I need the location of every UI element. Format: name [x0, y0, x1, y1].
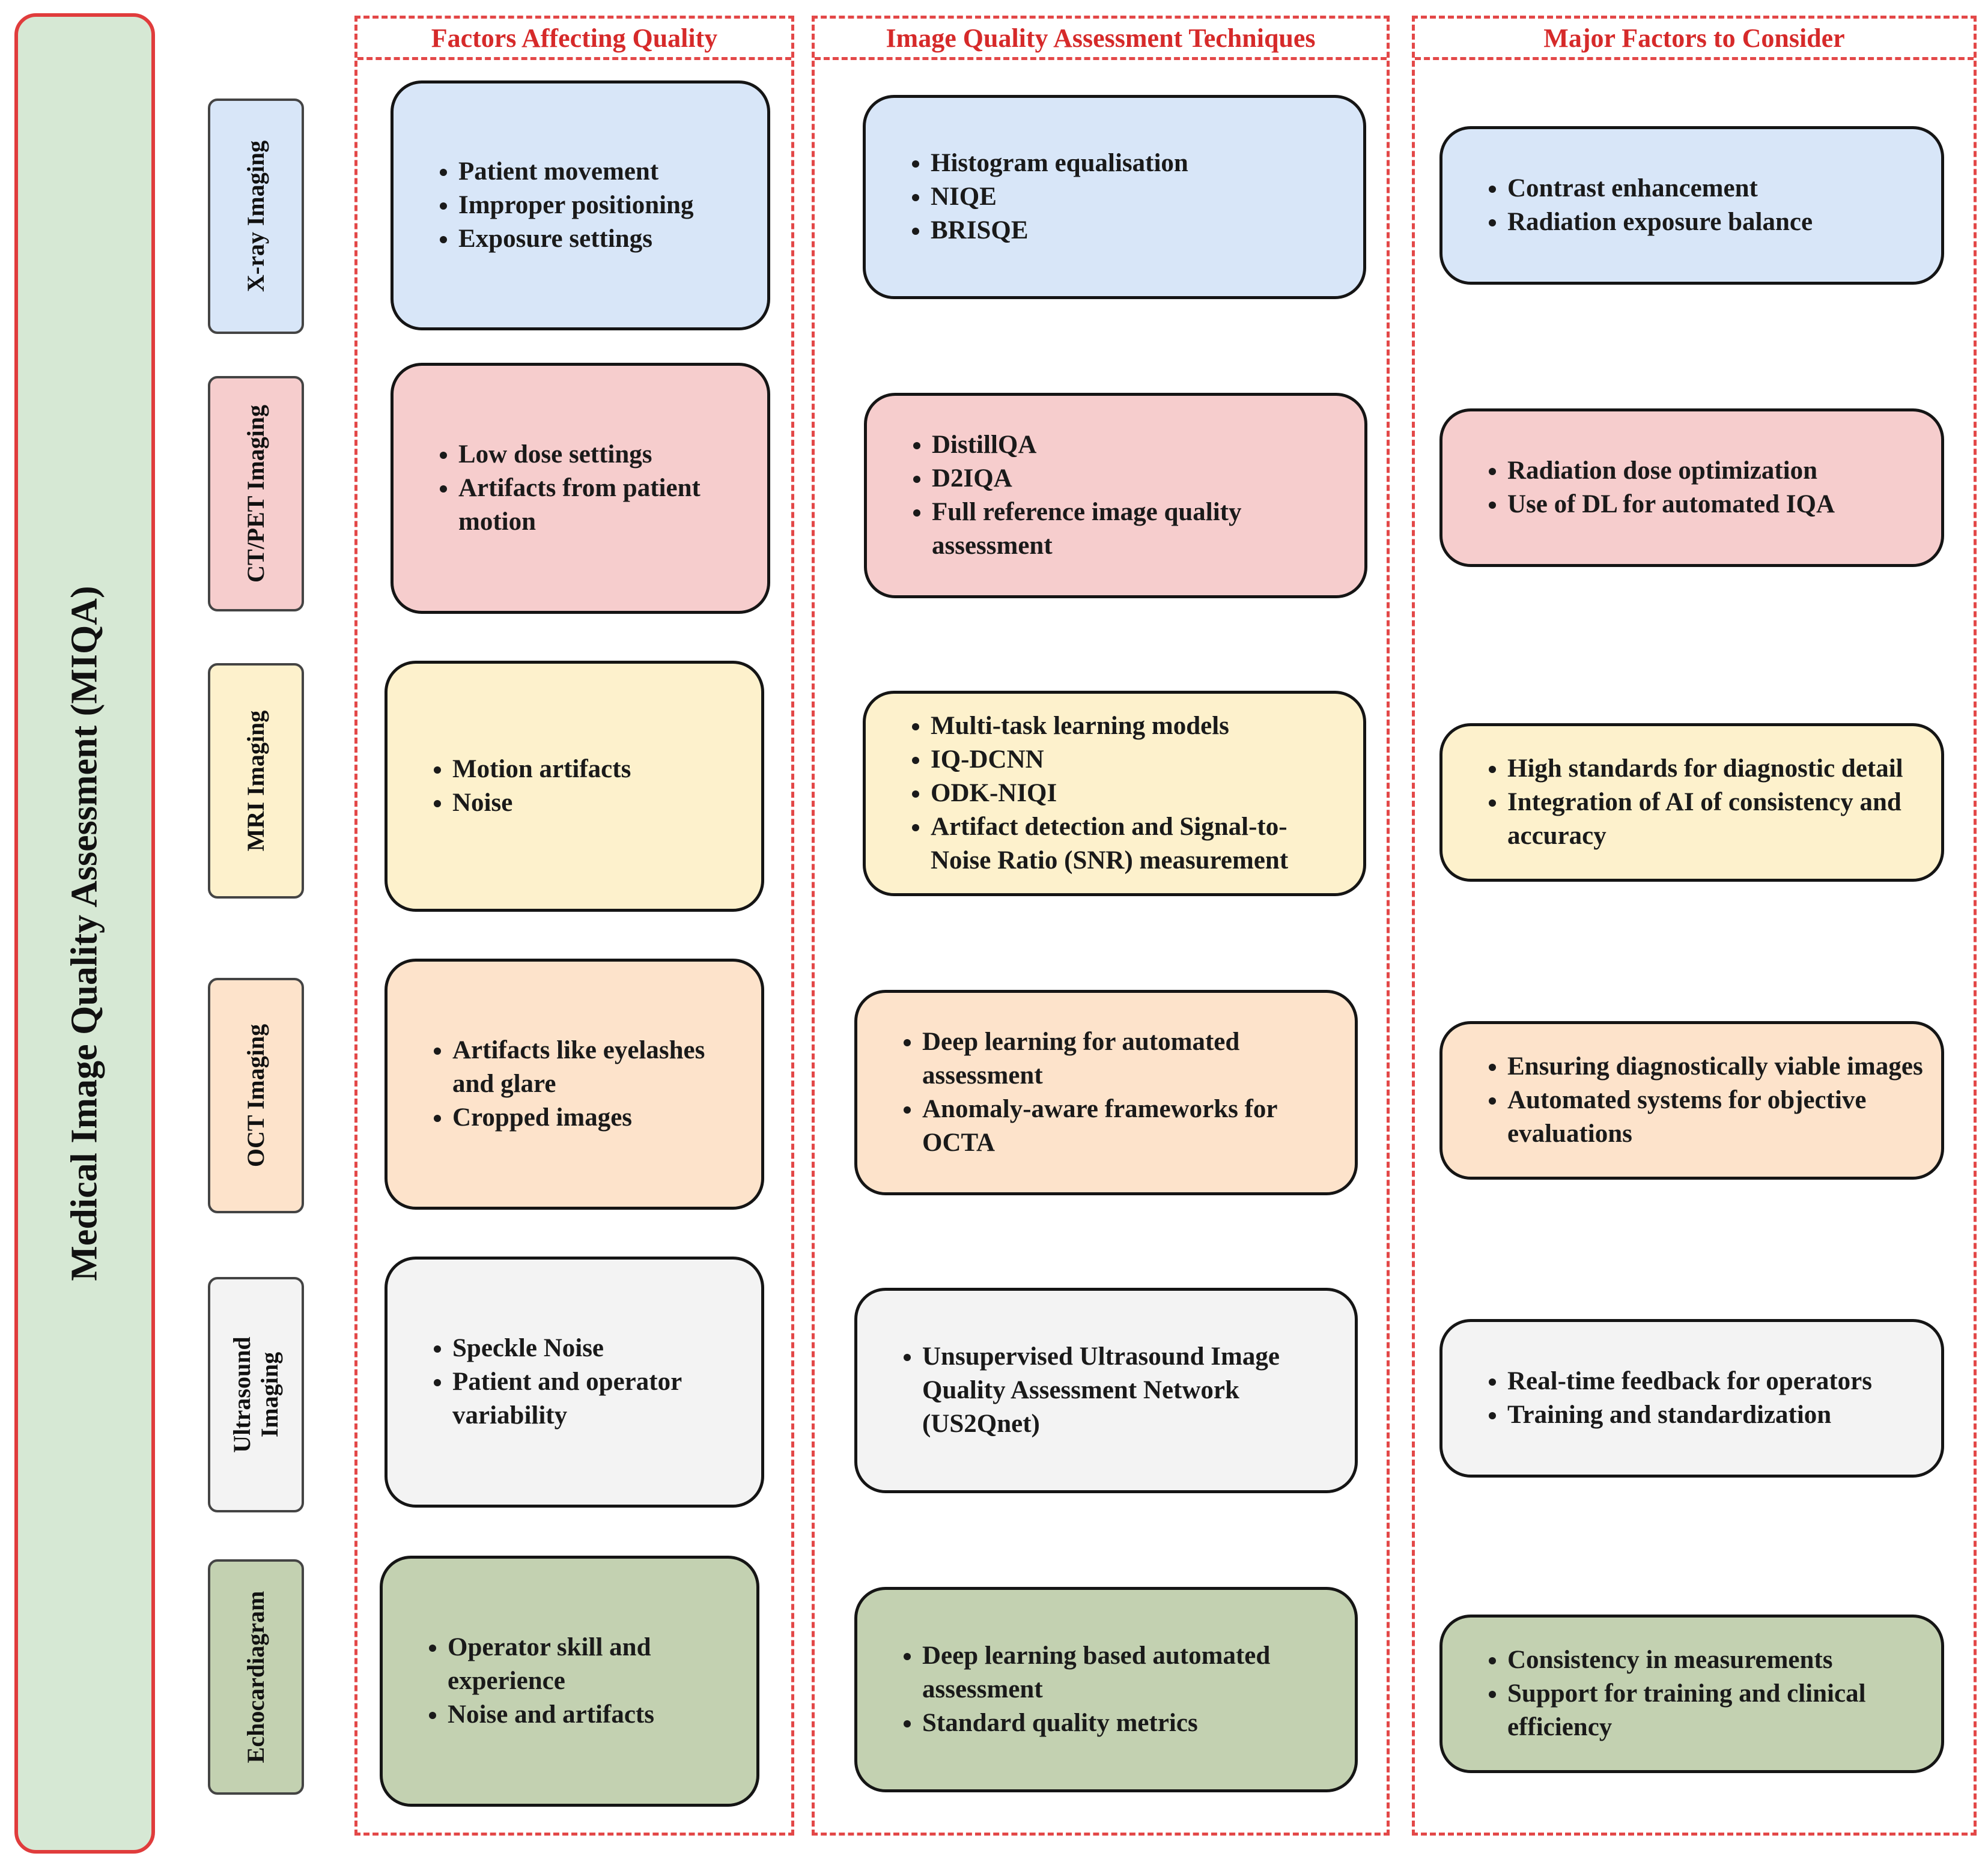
list-item: Unsupervised Ultrasound Image Quality As… — [922, 1340, 1337, 1441]
list-item: Artifacts from patient motion — [458, 472, 749, 539]
list-item: Use of DL for automated IQA — [1507, 488, 1835, 521]
modality-name: Ultrasound Imaging — [228, 1336, 283, 1453]
list-item: Real-time feedback for operators — [1507, 1365, 1872, 1398]
considerations-card: Consistency in measurements Support for … — [1439, 1615, 1944, 1773]
factors-card: Artifacts like eyelashes and glare Cropp… — [385, 959, 764, 1210]
modality-label: MRI Imaging — [208, 663, 304, 899]
considerations-card: Ensuring diagnostically viable images Au… — [1439, 1021, 1944, 1180]
techniques-card: Deep learning based automated assessment… — [854, 1587, 1358, 1792]
considerations-list: High standards for diagnostic detail Int… — [1442, 752, 1941, 853]
considerations-card: Real-time feedback for operators Trainin… — [1439, 1319, 1944, 1478]
list-item: DistillQA — [932, 428, 1346, 462]
factors-list: Artifacts like eyelashes and glare Cropp… — [388, 1034, 761, 1135]
modality-name: Echocardiagram — [242, 1591, 269, 1763]
list-item: D2IQA — [932, 462, 1346, 496]
list-item: Anomaly-aware frameworks for OCTA — [922, 1093, 1337, 1160]
list-item: BRISQE — [931, 214, 1188, 247]
miqa-banner — [14, 13, 155, 1854]
considerations-card: Radiation dose optimization Use of DL fo… — [1439, 408, 1944, 567]
factors-card: Motion artifacts Noise — [385, 661, 764, 912]
modality-label: CT/PET Imaging — [208, 376, 304, 611]
factors-list: Patient movement Improper positioning Ex… — [394, 155, 711, 256]
list-item: Improper positioning — [458, 189, 693, 222]
list-item: Deep learning for automated assessment — [922, 1025, 1337, 1093]
modality-name: MRI Imaging — [242, 710, 269, 852]
considerations-list: Consistency in measurements Support for … — [1442, 1643, 1941, 1744]
list-item: Standard quality metrics — [922, 1706, 1337, 1740]
list-item: Integration of AI of consistency and acc… — [1507, 786, 1923, 853]
list-item: Artifact detection and Signal-to-Noise R… — [931, 810, 1345, 878]
factors-list: Speckle Noise Patient and operator varia… — [388, 1332, 761, 1433]
factors-card: Low dose settings Artifacts from patient… — [391, 363, 770, 614]
list-item: Ensuring diagnostically viable images — [1507, 1050, 1923, 1084]
column-header-techniques: Image Quality Assessment Techniques — [815, 19, 1387, 60]
techniques-card: DistillQA D2IQA Full reference image qua… — [864, 393, 1367, 598]
list-item: Automated systems for objective evaluati… — [1507, 1084, 1923, 1151]
techniques-card: Histogram equalisation NIQE BRISQE — [863, 95, 1366, 299]
techniques-list: Deep learning for automated assessment A… — [857, 1025, 1355, 1160]
list-item: Training and standardization — [1507, 1398, 1872, 1432]
techniques-card: Unsupervised Ultrasound Image Quality As… — [854, 1288, 1358, 1493]
list-item: Multi-task learning models — [931, 709, 1345, 743]
modality-name: OCT Imaging — [242, 1023, 269, 1168]
list-item: NIQE — [931, 180, 1188, 214]
factors-list: Operator skill and experience Noise and … — [383, 1631, 756, 1732]
techniques-list: Histogram equalisation NIQE BRISQE — [866, 147, 1206, 247]
column-techniques: Image Quality Assessment Techniques — [812, 16, 1390, 1836]
list-item: Exposure settings — [458, 222, 693, 256]
modality-name: CT/PET Imaging — [242, 405, 269, 583]
list-item: Histogram equalisation — [931, 147, 1188, 180]
diagram-title: Medical Image Quality Assessment (MIQA) — [64, 586, 105, 1281]
considerations-list: Real-time feedback for operators Trainin… — [1442, 1365, 1890, 1432]
list-item: Consistency in measurements — [1507, 1643, 1923, 1677]
list-item: High standards for diagnostic detail — [1507, 752, 1923, 786]
modality-name: X-ray Imaging — [242, 140, 269, 293]
considerations-list: Contrast enhancement Radiation exposure … — [1442, 172, 1831, 239]
list-item: Motion artifacts — [452, 753, 631, 786]
considerations-list: Radiation dose optimization Use of DL fo… — [1442, 454, 1853, 521]
modality-label: X-ray Imaging — [208, 99, 304, 334]
list-item: Operator skill and experience — [448, 1631, 738, 1698]
techniques-list: Deep learning based automated assessment… — [857, 1639, 1355, 1740]
list-item: Radiation exposure balance — [1507, 205, 1813, 239]
factors-list: Motion artifacts Noise — [388, 753, 649, 820]
column-header-considerations: Major Factors to Consider — [1415, 19, 1974, 60]
considerations-list: Ensuring diagnostically viable images Au… — [1442, 1050, 1941, 1151]
column-factors: Factors Affecting Quality — [354, 16, 794, 1836]
techniques-card: Multi-task learning models IQ-DCNN ODK-N… — [863, 691, 1366, 896]
factors-card: Patient movement Improper positioning Ex… — [391, 80, 770, 330]
list-item: Noise — [452, 786, 631, 820]
techniques-list: DistillQA D2IQA Full reference image qua… — [867, 428, 1364, 563]
techniques-list: Unsupervised Ultrasound Image Quality As… — [857, 1340, 1355, 1441]
list-item: Cropped images — [452, 1101, 743, 1135]
list-item: Artifacts like eyelashes and glare — [452, 1034, 743, 1101]
modality-label: Ultrasound Imaging — [208, 1277, 304, 1512]
list-item: Patient and operator variability — [452, 1365, 743, 1433]
list-item: Full reference image quality assessment — [932, 496, 1346, 563]
factors-list: Low dose settings Artifacts from patient… — [394, 438, 767, 539]
list-item: Noise and artifacts — [448, 1698, 738, 1732]
list-item: Low dose settings — [458, 438, 749, 472]
considerations-card: High standards for diagnostic detail Int… — [1439, 723, 1944, 882]
modality-label: Echocardiagram — [208, 1559, 304, 1795]
list-item: Radiation dose optimization — [1507, 454, 1835, 488]
list-item: IQ-DCNN — [931, 743, 1345, 777]
techniques-list: Multi-task learning models IQ-DCNN ODK-N… — [866, 709, 1363, 877]
list-item: Speckle Noise — [452, 1332, 743, 1365]
techniques-card: Deep learning for automated assessment A… — [854, 990, 1358, 1195]
list-item: Support for training and clinical effici… — [1507, 1677, 1923, 1744]
column-header-factors: Factors Affecting Quality — [357, 19, 791, 60]
list-item: Contrast enhancement — [1507, 172, 1813, 205]
list-item: Patient movement — [458, 155, 693, 189]
factors-card: Speckle Noise Patient and operator varia… — [385, 1257, 764, 1508]
column-considerations: Major Factors to Consider — [1412, 16, 1977, 1836]
list-item: Deep learning based automated assessment — [922, 1639, 1337, 1706]
list-item: ODK-NIQI — [931, 777, 1345, 810]
factors-card: Operator skill and experience Noise and … — [380, 1556, 759, 1807]
modality-label: OCT Imaging — [208, 978, 304, 1213]
considerations-card: Contrast enhancement Radiation exposure … — [1439, 126, 1944, 285]
